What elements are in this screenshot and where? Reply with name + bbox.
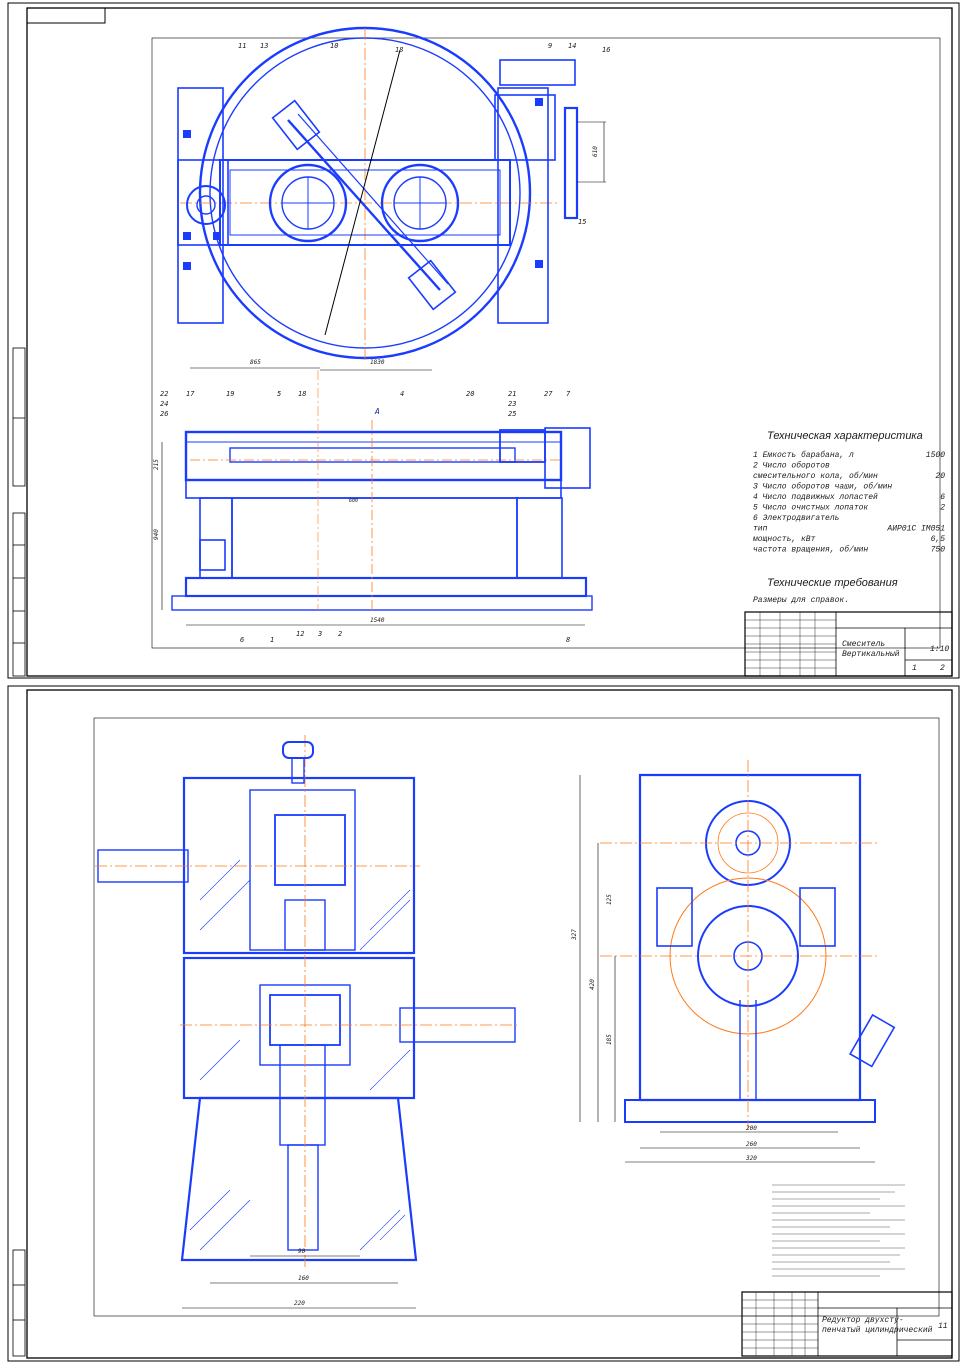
tech-item-value: 6,5 <box>931 535 946 544</box>
dim-420: 420 <box>589 979 596 990</box>
callout-18: 18 <box>298 390 306 398</box>
req-title: Технические требования <box>767 577 898 589</box>
tech-item-label: тип <box>753 525 768 534</box>
req-text: Размеры для справок. <box>753 596 849 605</box>
title-name2-2: пенчатый цилиндрический <box>822 1326 933 1335</box>
title-name-2: Редуктор двухсту- <box>822 1316 904 1325</box>
title-sheet-1: 1 <box>912 664 917 673</box>
tech-item-label: мощность, кВт <box>752 535 816 544</box>
tech-item-label: 3 Число оборотов чаши, об/мин <box>753 483 892 492</box>
tech-item-value: 750 <box>931 546 946 555</box>
tech-item-label: 5 Число очистных лопаток <box>753 504 868 513</box>
callout-4: 4 <box>400 390 404 398</box>
tech-item-label: 1 Емкость барабана, л <box>753 451 854 460</box>
dim-125: 125 <box>606 894 613 905</box>
callout-10: 10 <box>330 42 338 50</box>
callout-27: 27 <box>544 390 553 398</box>
tech-item-value: 6 <box>940 493 945 502</box>
callout-24: 24 <box>160 400 168 408</box>
tech-item-label: 6 Электродвигатель <box>753 514 840 523</box>
tech-item-value: 20 <box>935 472 945 481</box>
callout-14: 14 <box>568 42 576 50</box>
callout-12: 12 <box>296 630 304 638</box>
sheet-2: 90 160 220 <box>7 685 960 1362</box>
tech-item-label: частота вращения, об/мин <box>753 546 868 555</box>
callout-7: 7 <box>566 390 571 398</box>
dim-865: 865 <box>250 359 261 366</box>
dim-600: 600 <box>349 498 358 504</box>
dim-327: 327 <box>571 929 578 941</box>
mixer-front-view: 865 1830 A 1540 940 215 600 <box>153 359 593 626</box>
callout-15: 15 <box>578 218 586 226</box>
tech-item-label: 2 Число оборотов <box>753 462 830 471</box>
gearbox-side-view: 327 420 185 125 200 260 320 <box>571 760 896 1163</box>
callout-16: 16 <box>602 46 610 54</box>
callout-5: 5 <box>277 390 281 398</box>
title-sheet-2: 11 <box>938 1322 948 1331</box>
title-block-2: Редуктор двухсту- пенчатый цилиндрически… <box>741 1291 953 1357</box>
dim-90: 90 <box>298 1248 306 1255</box>
callout-9: 9 <box>548 42 552 50</box>
left-stamp-2 <box>12 1249 26 1357</box>
callout-20: 20 <box>466 390 474 398</box>
tech-item-value: 1500 <box>926 451 945 460</box>
notes-block <box>772 1184 905 1277</box>
dim-1830: 1830 <box>370 359 385 366</box>
callouts-sheet-1: 11 13 10 18 9 14 16 15 22 24 26 17 19 5 … <box>160 42 610 644</box>
callout-1: 1 <box>270 636 274 644</box>
title-name2-1: Вертикальный <box>842 650 900 659</box>
dim-220: 220 <box>294 1300 305 1307</box>
callout-26: 26 <box>160 410 168 418</box>
tech-spec-block: Техническая характеристика 1 Емкость бар… <box>752 430 945 605</box>
mixer-top-view: 610 <box>177 26 606 360</box>
callout-25: 25 <box>508 410 516 418</box>
gearbox-section-view: 90 160 220 <box>95 735 520 1309</box>
callout-17: 17 <box>186 390 195 398</box>
callout-11: 11 <box>238 42 246 50</box>
tech-item-label: смесительного кола, об/мин <box>753 472 878 481</box>
view-label-a: A <box>374 407 380 416</box>
callout-23: 23 <box>508 400 516 408</box>
dim-215: 215 <box>153 459 160 470</box>
dim-1540: 1540 <box>370 617 385 624</box>
callout-6: 6 <box>240 636 244 644</box>
dim-260: 260 <box>746 1141 757 1148</box>
tech-title: Техническая характеристика <box>767 430 923 442</box>
callout-22: 22 <box>160 390 168 398</box>
svg-text:610: 610 <box>592 146 599 157</box>
callout-8: 8 <box>566 636 570 644</box>
sheet-1: 6 10 <box>7 2 960 679</box>
callout-13: 13 <box>260 42 268 50</box>
callout-2: 2 <box>338 630 342 638</box>
tech-item-label: 4 Число подвижных лопастей <box>753 493 878 502</box>
tech-item-value: 2 <box>940 504 945 513</box>
dim-200: 200 <box>746 1125 757 1132</box>
callout-19: 19 <box>226 390 234 398</box>
title-sheets-1: 2 <box>940 664 945 673</box>
tech-item-value: АИР01С IM051 <box>886 525 945 534</box>
callout-21: 21 <box>508 390 516 398</box>
title-block-1: Смеситель Вертикальный 1:10 1 2 <box>744 611 953 677</box>
dim-320: 320 <box>745 1155 757 1162</box>
dim-160: 160 <box>298 1275 309 1282</box>
title-scale-1: 1:10 <box>930 645 949 654</box>
callout-3: 3 <box>317 630 322 638</box>
dim-185: 185 <box>606 1034 613 1045</box>
left-stamp-1 <box>12 347 26 677</box>
callout-18-top: 18 <box>395 46 403 54</box>
title-name-1: Смеситель <box>842 640 885 649</box>
dim-940: 940 <box>153 529 160 540</box>
